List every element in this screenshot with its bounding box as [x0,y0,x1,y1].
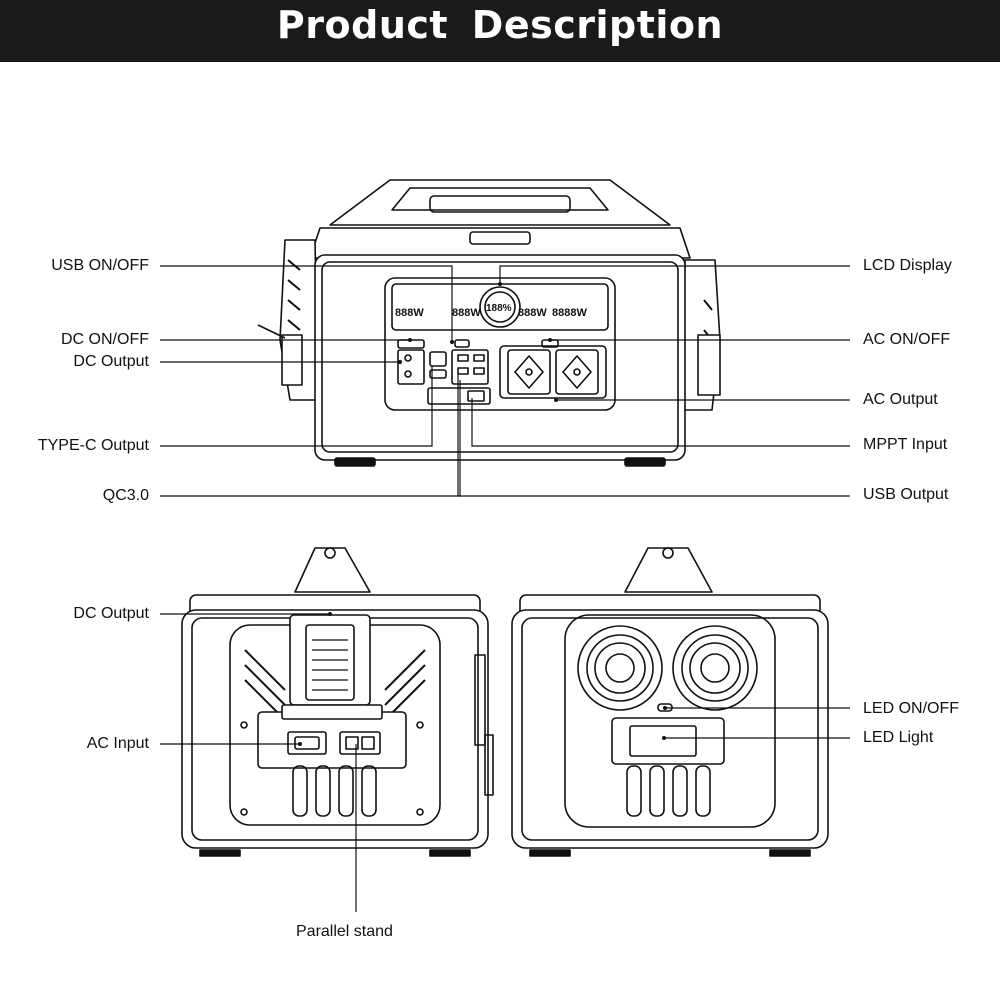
side-view [181,547,494,857]
leader-usb-onoff [160,265,453,342]
lcd-left-digits: 888W [395,307,424,319]
label-usb-output: USB Output [863,486,949,503]
label-dc-output-front: DC Output [73,353,149,370]
label-ac-onoff: AC ON/OFF [863,331,951,348]
label-dc-output-side: DC Output [73,605,149,622]
label-mppt-input: MPPT Input [863,436,948,453]
label-ac-input: AC Input [86,735,149,752]
leader-lcd-display [499,265,850,284]
page-title: Product Description [276,3,724,47]
header-bar: Product Description [0,0,1000,62]
lcd-right-digits: 888W [518,307,547,319]
lcd-center-digits: 188% [486,303,512,314]
label-qc30: QC3.0 [102,487,149,504]
label-dc-onoff: DC ON/OFF [61,331,149,348]
lcd-far-digits: 8888W [552,307,587,319]
label-usb-onoff: USB ON/OFF [51,257,149,274]
back-view [511,547,829,857]
leader-usb-output [457,374,850,497]
label-parallel-stand: Parallel stand [296,923,393,940]
label-lcd-display: LCD Display [863,257,952,274]
label-led-light: LED Light [863,729,934,746]
lcd-mid-digits: 888W [452,307,481,319]
label-led-onoff: LED ON/OFF [863,700,960,717]
callout-dots [298,282,667,746]
leader-mppt-input [471,398,850,447]
label-typec-output: TYPE-C Output [37,437,149,454]
front-view [257,179,721,467]
callout-lines [160,265,850,912]
leader-typec-output [160,366,433,447]
lcd-digits: 888W 888W 188% 888W 8888W [395,303,587,319]
label-ac-output: AC Output [863,391,938,408]
